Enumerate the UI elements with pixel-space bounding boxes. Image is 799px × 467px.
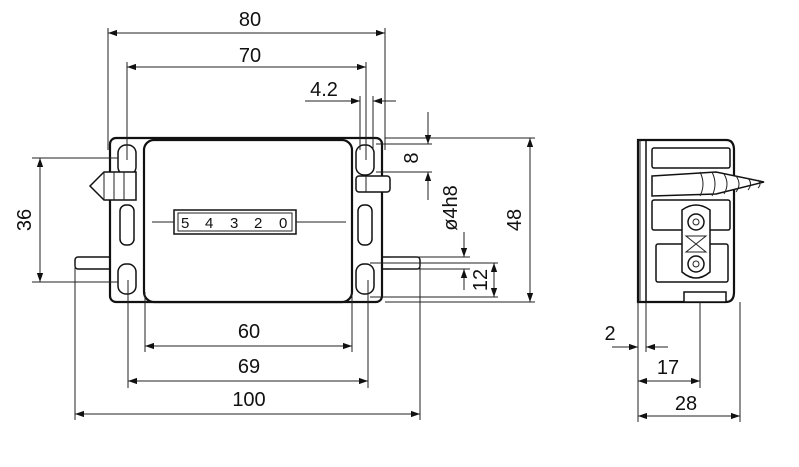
dim-wall-thickness: 2 bbox=[604, 323, 615, 345]
digit-5: 0 bbox=[279, 215, 287, 232]
dim-mid-depth: 17 bbox=[657, 357, 679, 379]
side-bottom-tab bbox=[683, 291, 727, 303]
dim-overall-width: 80 bbox=[239, 9, 261, 31]
dim-shaft-diameter: ø4h8 bbox=[440, 185, 462, 231]
reset-button bbox=[88, 171, 137, 201]
dim-top-hole-height: 8 bbox=[401, 152, 423, 163]
side-dimension-lines bbox=[612, 343, 740, 420]
dim-shaft-length: 100 bbox=[232, 389, 265, 411]
front-dimension-lines bbox=[36, 29, 534, 418]
side-extension-lines bbox=[637, 302, 741, 422]
dim-frame-width: 69 bbox=[238, 356, 260, 378]
front-extension-lines bbox=[32, 28, 535, 420]
digit-2: 4 bbox=[205, 215, 213, 232]
dim-hole-offset: 4.2 bbox=[310, 79, 338, 101]
digit-3: 3 bbox=[230, 215, 238, 232]
dim-housing-height: 48 bbox=[504, 209, 526, 231]
right-pin bbox=[355, 175, 391, 193]
side-cone bbox=[651, 171, 765, 197]
side-bracket bbox=[681, 204, 711, 279]
side-view: 2 17 28 bbox=[604, 138, 765, 422]
dim-total-depth: 28 bbox=[675, 393, 697, 415]
digit-1: 5 bbox=[181, 215, 189, 232]
dim-bottom-offset: 12 bbox=[470, 269, 492, 291]
dim-left-height: 36 bbox=[14, 209, 36, 231]
front-view: 5 4 3 2 0 bbox=[14, 9, 535, 420]
dim-hole-spacing: 70 bbox=[239, 45, 261, 67]
digit-window: 5 4 3 2 0 bbox=[152, 209, 346, 235]
dim-body-width: 60 bbox=[238, 321, 260, 343]
digit-4: 2 bbox=[254, 215, 262, 232]
